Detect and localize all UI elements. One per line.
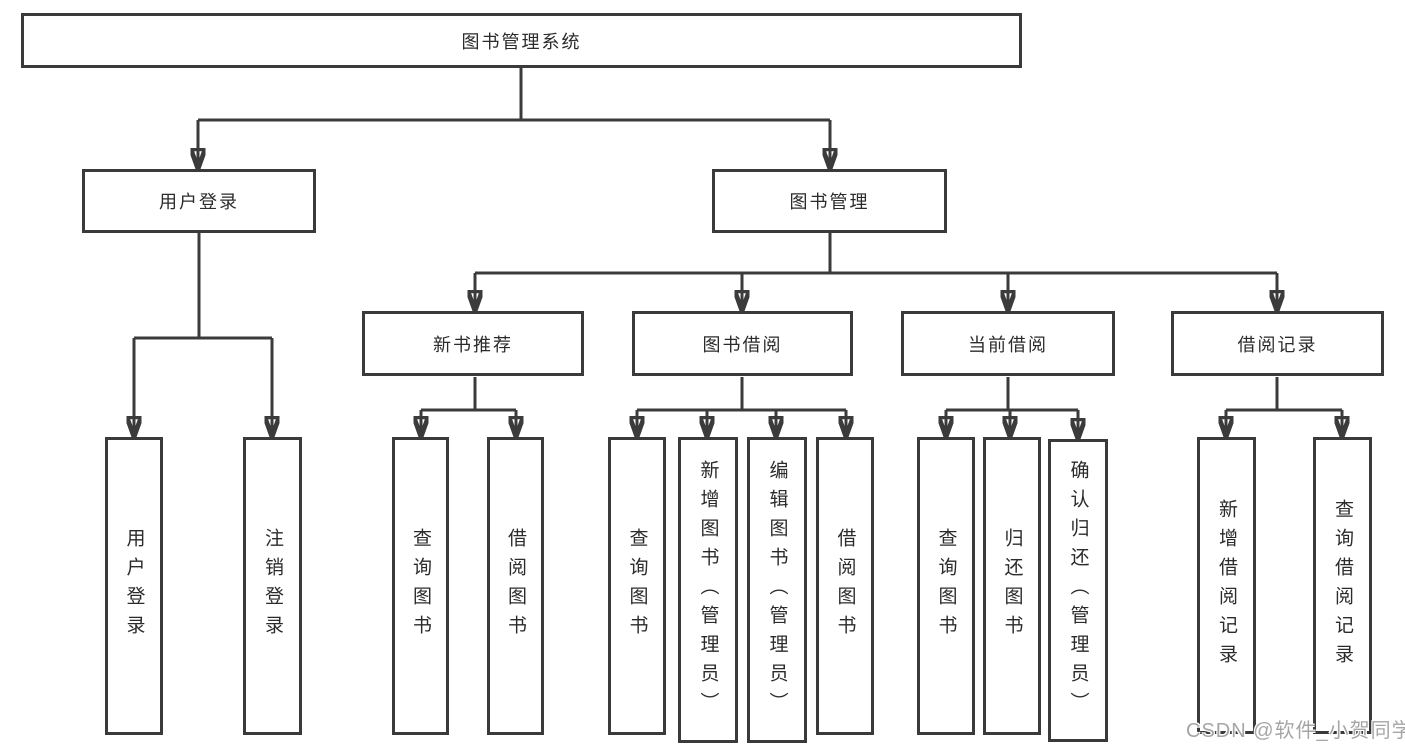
leaf-label: 新增图书（管理员） <box>697 459 719 721</box>
leaf-label: 借阅图书 <box>834 528 856 644</box>
leaf-label: 确认归还（管理员） <box>1067 460 1089 721</box>
leaf-confirm-return-admin: 确认归还（管理员） <box>1048 439 1108 742</box>
leaf-label: 查询图书 <box>935 528 957 644</box>
csdn-watermark: CSDN @软件_小贺同学 <box>1186 720 1405 742</box>
leaf-query-books-borrowing: 查询图书 <box>608 437 666 735</box>
leaf-label: 归还图书 <box>1001 528 1023 644</box>
leaf-label: 查询借阅记录 <box>1332 498 1353 673</box>
leaf-add-borrow-record: 新增借阅记录 <box>1197 437 1256 734</box>
leaf-query-borrow-record: 查询借阅记录 <box>1313 437 1372 734</box>
node-book-borrowing: 图书借阅 <box>632 311 853 376</box>
leaf-logout: 注销登录 <box>243 437 302 735</box>
node-new-book-recommendation: 新书推荐 <box>362 311 584 376</box>
leaf-label: 查询图书 <box>626 528 648 644</box>
leaf-borrow-books-recommend: 借阅图书 <box>487 437 544 735</box>
leaf-label: 借阅图书 <box>505 528 526 644</box>
leaf-user-login: 用户登录 <box>105 437 163 735</box>
node-user-login: 用户登录 <box>82 169 316 233</box>
leaf-label: 查询图书 <box>410 528 431 644</box>
leaf-label: 用户登录 <box>123 528 145 644</box>
node-current-borrowing: 当前借阅 <box>901 311 1115 376</box>
leaf-add-books-admin: 新增图书（管理员） <box>678 437 738 743</box>
node-borrowing-records: 借阅记录 <box>1171 311 1384 376</box>
leaf-query-books-recommend: 查询图书 <box>392 437 449 735</box>
leaf-return-books: 归还图书 <box>983 437 1041 735</box>
leaf-label: 注销登录 <box>262 528 283 644</box>
leaf-label: 新增借阅记录 <box>1216 498 1237 673</box>
node-library-management-system: 图书管理系统 <box>21 13 1022 68</box>
leaf-edit-books-admin: 编辑图书（管理员） <box>747 437 807 743</box>
leaf-query-books-current: 查询图书 <box>917 437 975 735</box>
leaf-borrow-books-borrowing: 借阅图书 <box>816 437 874 735</box>
node-book-management: 图书管理 <box>712 169 947 233</box>
leaf-label: 编辑图书（管理员） <box>766 459 788 721</box>
